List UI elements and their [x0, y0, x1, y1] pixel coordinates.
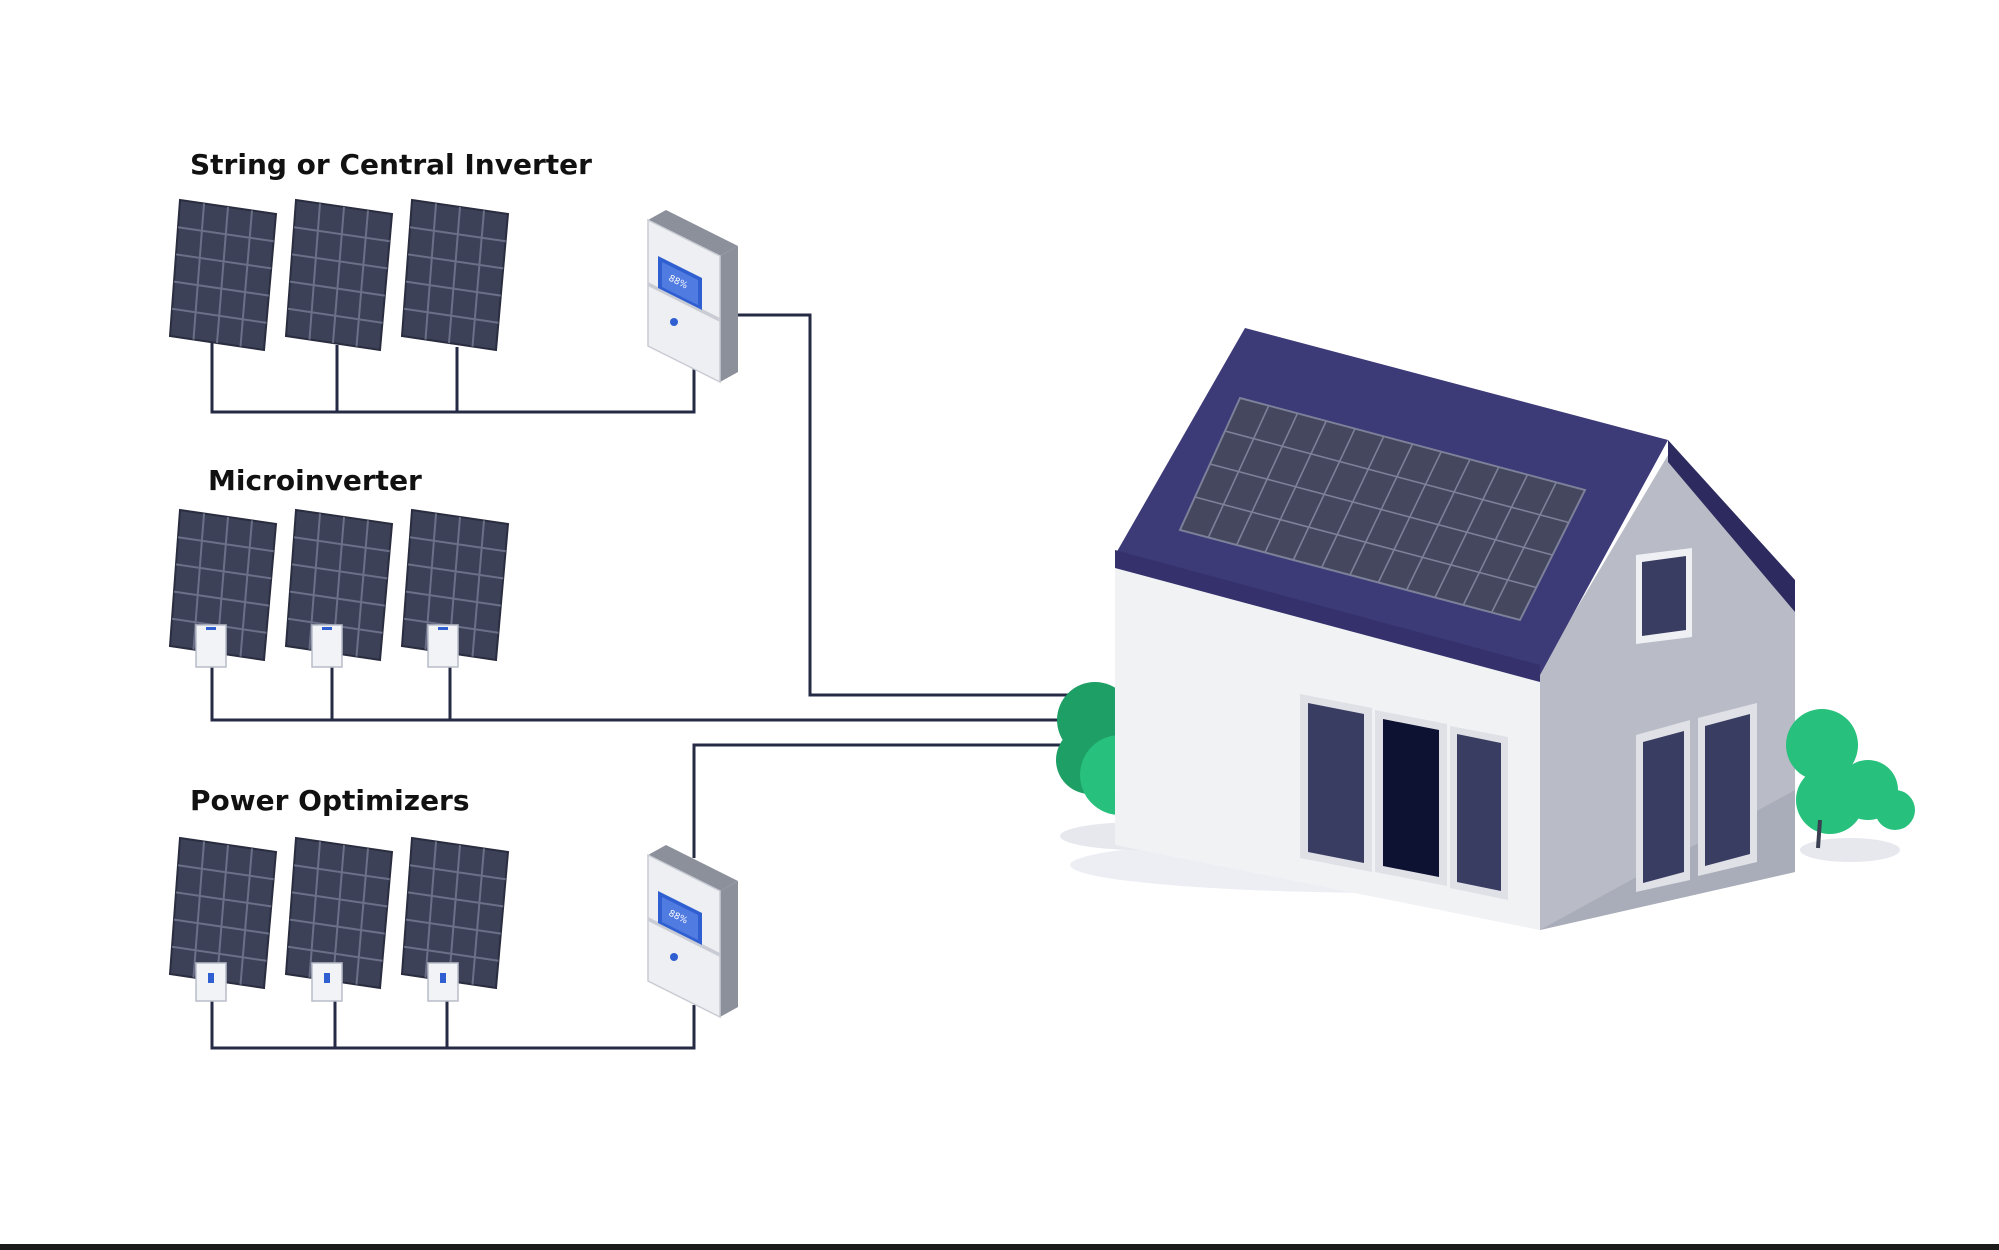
- heading-string-inverter: String or Central Inverter: [190, 148, 592, 181]
- solar-panel: [284, 508, 394, 668]
- roof-edge: [1668, 440, 1795, 612]
- front-window-left-glass: [1308, 703, 1364, 863]
- inverter-box: 88%: [647, 845, 738, 1019]
- bush-right: [1786, 709, 1915, 849]
- microinverter-unit: [427, 624, 459, 668]
- heading-microinverter: Microinverter: [208, 464, 422, 497]
- inverter-screen: [658, 891, 702, 945]
- power-optimizer-unit: [311, 962, 343, 1002]
- microinverter-unit: [195, 624, 227, 668]
- roof-solar-array: [1178, 396, 1587, 622]
- wiring: [210, 313, 1070, 1050]
- roof-front-edge: [1115, 550, 1540, 682]
- inverter-screen: [658, 256, 702, 310]
- solar-panel: [168, 508, 278, 668]
- power-optimizer-unit: [195, 962, 227, 1002]
- inverter-boxes: 88% 88%: [647, 210, 738, 1019]
- inverter-box: 88%: [647, 210, 738, 384]
- solar-panel: [168, 836, 278, 1002]
- front-window-right-glass: [1457, 734, 1501, 891]
- side-window-left-glass: [1643, 731, 1684, 883]
- side-window-right-glass: [1705, 714, 1750, 866]
- microinverter-unit: [311, 624, 343, 668]
- house: [1056, 328, 1915, 930]
- solar-panel: [168, 198, 278, 352]
- bush-shadow-right: [1800, 838, 1900, 862]
- solar-panel: [284, 198, 394, 352]
- front-door-glass: [1383, 719, 1439, 877]
- solar-panel: [400, 198, 510, 352]
- solar-panel: [400, 836, 510, 1002]
- solar-panels: [168, 198, 510, 1002]
- solar-panel: [284, 836, 394, 1002]
- gable-window: [1642, 556, 1686, 636]
- heading-power-optimizers: Power Optimizers: [190, 784, 470, 817]
- bottom-bar: [0, 1244, 1999, 1250]
- solar-panel: [400, 508, 510, 668]
- power-optimizer-unit: [427, 962, 459, 1002]
